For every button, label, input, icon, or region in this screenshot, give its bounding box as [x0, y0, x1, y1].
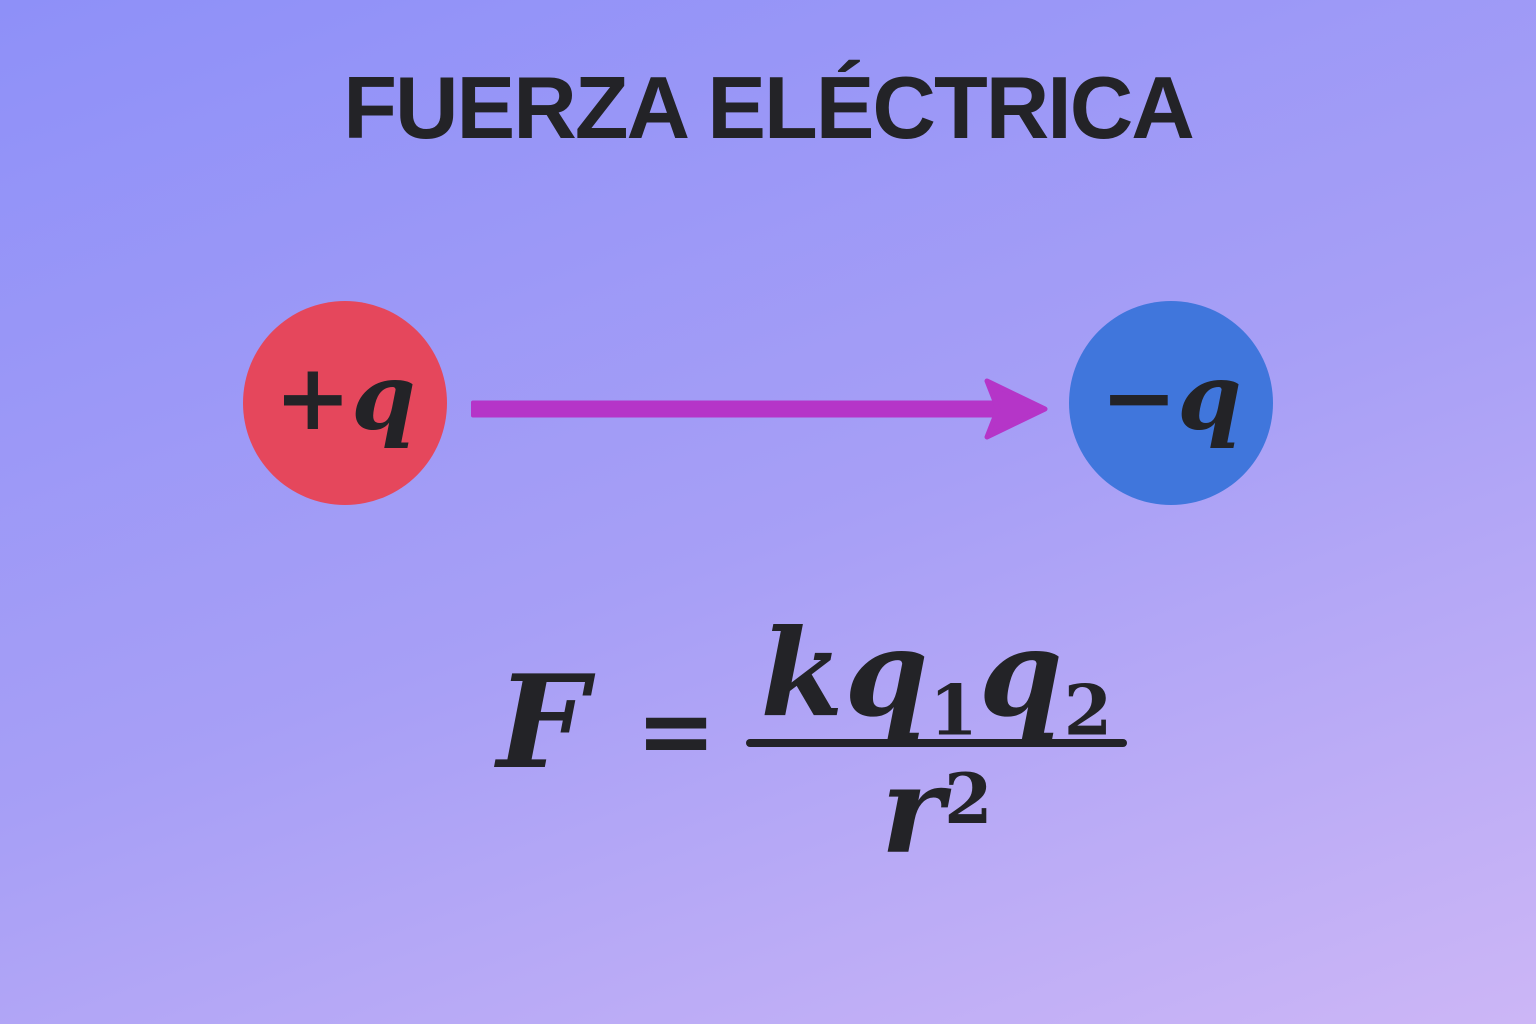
arrow-shaft	[471, 400, 998, 418]
distance-r-base: r	[880, 740, 945, 882]
charge-q2-subscript: 2	[1063, 670, 1114, 752]
arrow-head	[984, 378, 1048, 440]
fraction-numerator: kq1q2	[746, 610, 1127, 746]
negative-charge-circle: −q	[1069, 301, 1273, 505]
force-arrow-icon	[471, 378, 1048, 440]
charge-q1-subscript: 1	[929, 670, 979, 752]
negative-charge-label: −q	[1100, 343, 1242, 451]
fraction-bar	[746, 739, 1128, 748]
force-symbol: F	[497, 647, 588, 798]
positive-charge-circle: +q	[243, 301, 447, 505]
fraction: kq1q2 r2	[746, 610, 1128, 871]
positive-charge-label: +q	[274, 343, 416, 451]
page-title: FUERZA ELÉCTRICA	[343, 58, 1195, 157]
distance-r-exponent: 2	[944, 758, 993, 840]
charge-q1-base: q	[844, 603, 930, 744]
charge-q2-base: q	[978, 603, 1064, 744]
equals-sign: =	[635, 673, 717, 787]
constant-k: k	[760, 603, 845, 744]
fraction-denominator: r2	[881, 747, 993, 871]
coulomb-law-formula: F = kq1q2 r2	[497, 610, 1128, 871]
